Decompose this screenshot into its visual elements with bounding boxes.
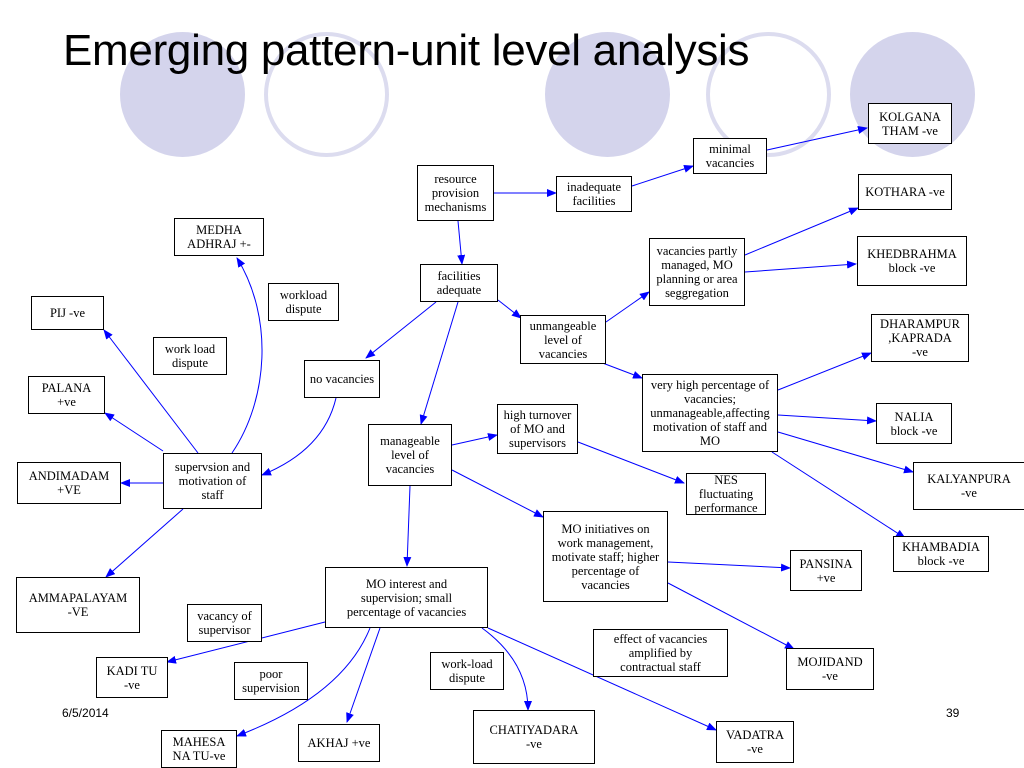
edge-supervision-pij xyxy=(103,329,199,454)
edge-facilities-unmanageable xyxy=(497,299,522,319)
edge-veryhigh-kalyanpura xyxy=(777,431,914,474)
node-ammapalayam: AMMAPALAYAM -VE xyxy=(16,577,140,633)
slide-title: Emerging pattern-unit level analysis xyxy=(63,26,750,75)
node-mo-interest: MO interest and supervision; small perce… xyxy=(325,567,488,628)
edge-manageable-moinitiatives xyxy=(451,469,544,518)
node-no-vacancies: no vacancies xyxy=(304,360,380,398)
node-akhaj: AKHAJ +ve xyxy=(298,724,380,762)
edge-facilities-manageable xyxy=(419,301,459,425)
node-chatiyadara: CHATIYADARA -ve xyxy=(473,710,595,764)
node-medha-adhraj: MEDHA ADHRAJ +- xyxy=(174,218,264,256)
edge-minimal-kolganatham xyxy=(766,126,868,151)
node-vacancies-partly-managed: vacancies partly managed, MO planning or… xyxy=(649,238,745,306)
node-pij: PIJ -ve xyxy=(31,296,104,330)
edge-supervision-medha xyxy=(231,257,263,454)
edge-highturnover-nes xyxy=(577,441,685,484)
edge-manageable-highturnover xyxy=(451,433,498,446)
edge-unmanageable-partly xyxy=(605,291,650,323)
edge-partly-kothara xyxy=(744,207,859,256)
node-inadequate-facilities: inadequate facilities xyxy=(556,176,632,212)
label-work-load-dispute-pij: work load dispute xyxy=(153,337,227,375)
node-manageable-level: manageable level of vacancies xyxy=(368,424,452,486)
node-supervision-motivation: supervsion and motivation of staff xyxy=(163,453,262,509)
decor-circle-1 xyxy=(120,32,245,157)
edge-moinitiatives-pansina xyxy=(667,561,791,572)
edge-manageable-mointerest xyxy=(403,485,412,567)
decor-ring-2 xyxy=(706,32,831,157)
node-kalyanpura: KALYANPURA -ve xyxy=(913,462,1024,510)
edge-moinitiatives-mojidand xyxy=(667,582,795,650)
footer-page-number: 39 xyxy=(946,706,960,720)
label-work-load-dispute-chatiyadara: work-load dispute xyxy=(430,652,504,690)
edge-inadequate-minimal xyxy=(631,165,694,187)
label-vacancy-of-supervisor: vacancy of supervisor xyxy=(187,604,262,642)
node-mojidand: MOJIDAND -ve xyxy=(786,648,874,690)
edge-supervision-ammapalayam xyxy=(105,508,184,578)
node-kothara: KOTHARA -ve xyxy=(858,174,952,210)
node-very-high-percentage: very high percentage of vacancies; unman… xyxy=(642,374,778,452)
footer-date: 6/5/2014 xyxy=(62,706,109,720)
edge-veryhigh-khambadia xyxy=(771,451,906,539)
node-resource-provision: resource provision mechanisms xyxy=(417,165,494,221)
label-poor-supervision: poor supervision xyxy=(234,662,308,700)
edge-mointerest-chatiyadara xyxy=(481,627,532,711)
node-dharampur-kaprada: DHARAMPUR ,KAPRADA -ve xyxy=(871,314,969,362)
node-high-turnover: high turnover of MO and supervisors xyxy=(497,404,578,454)
label-workload-dispute-medha: workload dispute xyxy=(268,283,339,321)
node-mo-initiatives: MO initiatives on work management, motiv… xyxy=(543,511,668,602)
node-nes-fluctuating: NES fluctuating performance xyxy=(686,473,766,515)
edge-supervision-palana xyxy=(104,412,164,452)
edge-mointerest-kadi xyxy=(166,621,326,664)
node-nalia: NALIA block -ve xyxy=(876,403,952,444)
decor-ring-1 xyxy=(264,32,389,157)
edge-partly-khedbrahma xyxy=(744,260,857,273)
node-minimal-vacancies: minimal vacancies xyxy=(693,138,767,174)
node-vadatra: VADATRA -ve xyxy=(716,721,794,763)
edge-mointerest-vadatra xyxy=(487,627,717,731)
decor-circle-2 xyxy=(545,32,670,157)
node-andimadam: ANDIMADAM +VE xyxy=(17,462,121,504)
node-facilities-adequate: facilities adequate xyxy=(420,264,498,302)
node-palana: PALANA +ve xyxy=(28,376,105,414)
node-unmanageable-level: unmangeable level of vacancies xyxy=(520,315,606,364)
node-khedbrahma: KHEDBRAHMA block -ve xyxy=(857,236,967,286)
edge-resource-facilities xyxy=(457,220,466,265)
edge-novacancies-supervision xyxy=(261,397,337,476)
node-khambadia: KHAMBADIA block -ve xyxy=(893,536,989,572)
node-kolganatham: KOLGANA THAM -ve xyxy=(868,103,952,144)
label-effect-of-vacancies: effect of vacancies amplified by contrac… xyxy=(593,629,728,677)
node-pansina: PANSINA +ve xyxy=(790,550,862,591)
edge-mointerest-akhaj xyxy=(346,627,381,723)
node-kadi-tu: KADI TU -ve xyxy=(96,657,168,698)
edge-veryhigh-nalia xyxy=(777,414,877,425)
edge-facilities-novacancies xyxy=(365,301,437,359)
node-mahesana-tu: MAHESA NA TU-ve xyxy=(161,730,237,768)
edge-veryhigh-dharampur xyxy=(777,352,872,391)
edge-mointerest-mahesana xyxy=(236,627,371,737)
